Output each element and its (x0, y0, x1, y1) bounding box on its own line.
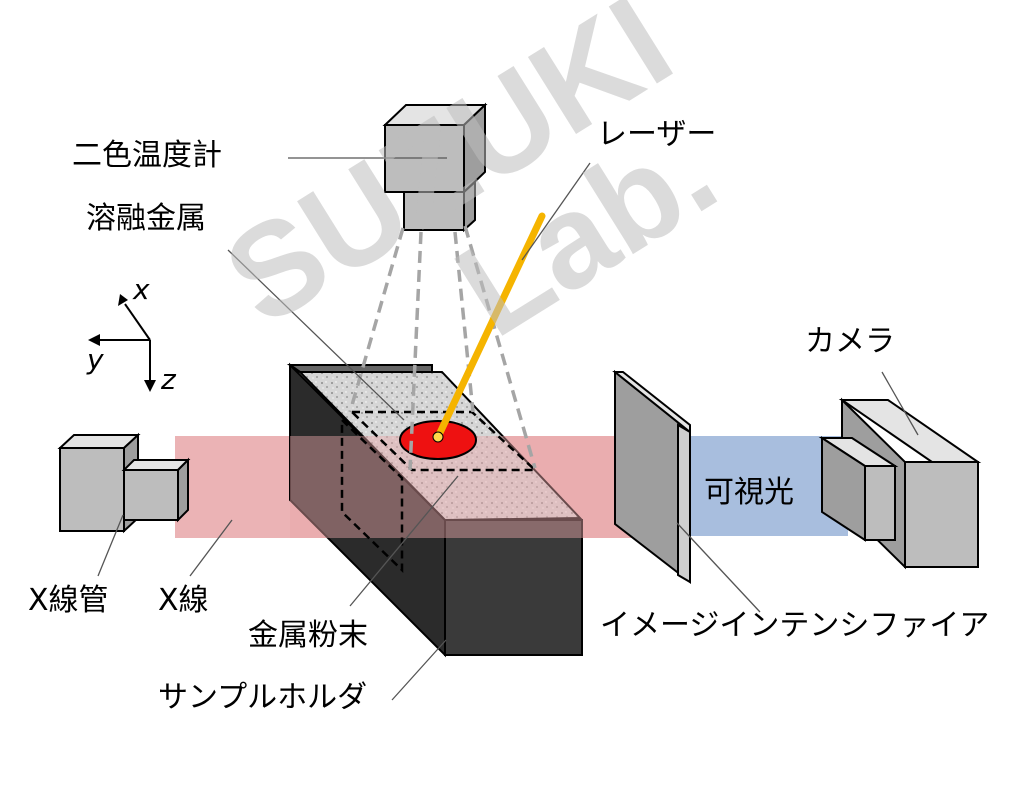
coordinate-axes (88, 294, 156, 392)
laser-beam (434, 212, 546, 441)
camera (818, 397, 982, 570)
axis-z-label: z (161, 363, 176, 396)
observation-frame-top (348, 410, 539, 472)
laser-spot (432, 431, 444, 443)
xray-beam-overlay (290, 436, 660, 538)
molten-metal-label: 溶融金属 (86, 201, 206, 236)
laser-label: レーザー (597, 117, 717, 152)
xray-tube-label: X線管 (28, 583, 109, 618)
image-intensifier (612, 369, 691, 585)
axis-x-label: x (133, 273, 150, 306)
axis-y-label: y (87, 343, 104, 376)
pyrometer (382, 102, 488, 233)
xray-tube (57, 432, 191, 534)
leader-lines (97, 157, 919, 701)
camera-label: カメラ (805, 324, 895, 359)
image-intensifier-label: イメージインテンシファイア (600, 608, 990, 643)
sample-holder-label: サンプルホルダ (158, 680, 368, 715)
visible-light-label: 可視光 (704, 475, 794, 510)
metal-powder-label: 金属粉末 (248, 618, 368, 653)
pyrometer-view-lines (348, 225, 537, 471)
pyrometer-label: 二色温度計 (72, 138, 222, 173)
observation-frame-side (340, 417, 404, 573)
xray-label: X線 (158, 583, 209, 618)
